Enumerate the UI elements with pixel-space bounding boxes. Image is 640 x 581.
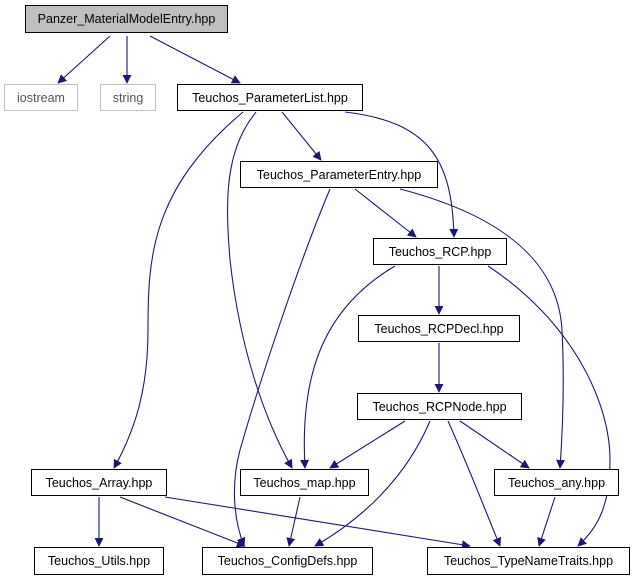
edge-parameterentry-rcp <box>354 188 417 238</box>
edge-rcpnode-configdefs <box>314 420 431 547</box>
edge-rcpnode-typenametraits <box>447 420 502 547</box>
edge-parameterentry-any <box>399 188 566 469</box>
edge-rcp-typenametraits <box>487 265 611 547</box>
edge-map-configdefs <box>286 496 301 547</box>
node-teuchos-utils[interactable]: Teuchos_Utils.hpp <box>34 547 164 575</box>
node-teuchos-parameterentry[interactable]: Teuchos_ParameterEntry.hpp <box>240 161 438 188</box>
edge-root-parameterlist <box>149 35 241 84</box>
node-teuchos-rcpdecl[interactable]: Teuchos_RCPDecl.hpp <box>358 315 520 342</box>
edge-any-typenametraits <box>537 496 556 547</box>
edge-parameterlist-array <box>113 111 244 469</box>
edge-rcpnode-any <box>459 420 530 469</box>
node-teuchos-rcp[interactable]: Teuchos_RCP.hpp <box>373 238 507 265</box>
node-teuchos-array[interactable]: Teuchos_Array.hpp <box>31 469 167 496</box>
node-panzer-materialmodelentry: Panzer_MaterialModelEntry.hpp <box>25 5 228 33</box>
node-teuchos-typenametraits[interactable]: Teuchos_TypeNameTraits.hpp <box>427 547 630 575</box>
node-teuchos-configdefs[interactable]: Teuchos_ConfigDefs.hpp <box>202 547 373 575</box>
edge-root-iostream <box>57 35 111 84</box>
node-teuchos-map[interactable]: Teuchos_map.hpp <box>240 469 369 496</box>
node-iostream: iostream <box>4 84 78 111</box>
edge-parameterlist-map <box>227 111 293 469</box>
edge-parameterentry-configdefs <box>233 188 331 547</box>
node-teuchos-rcpnode[interactable]: Teuchos_RCPNode.hpp <box>357 393 522 420</box>
edge-array-configdefs <box>119 496 246 548</box>
edge-parameterlist-rcp <box>344 111 459 238</box>
edge-rcpnode-map <box>329 420 406 469</box>
node-teuchos-any[interactable]: Teuchos_any.hpp <box>494 469 619 496</box>
edge-array-typenametraits <box>164 496 471 550</box>
edge-rcp-map <box>300 265 396 469</box>
node-teuchos-parameterlist[interactable]: Teuchos_ParameterList.hpp <box>177 84 363 111</box>
node-string: string <box>100 84 156 111</box>
edge-parameterlist-parameterentry <box>281 111 322 161</box>
